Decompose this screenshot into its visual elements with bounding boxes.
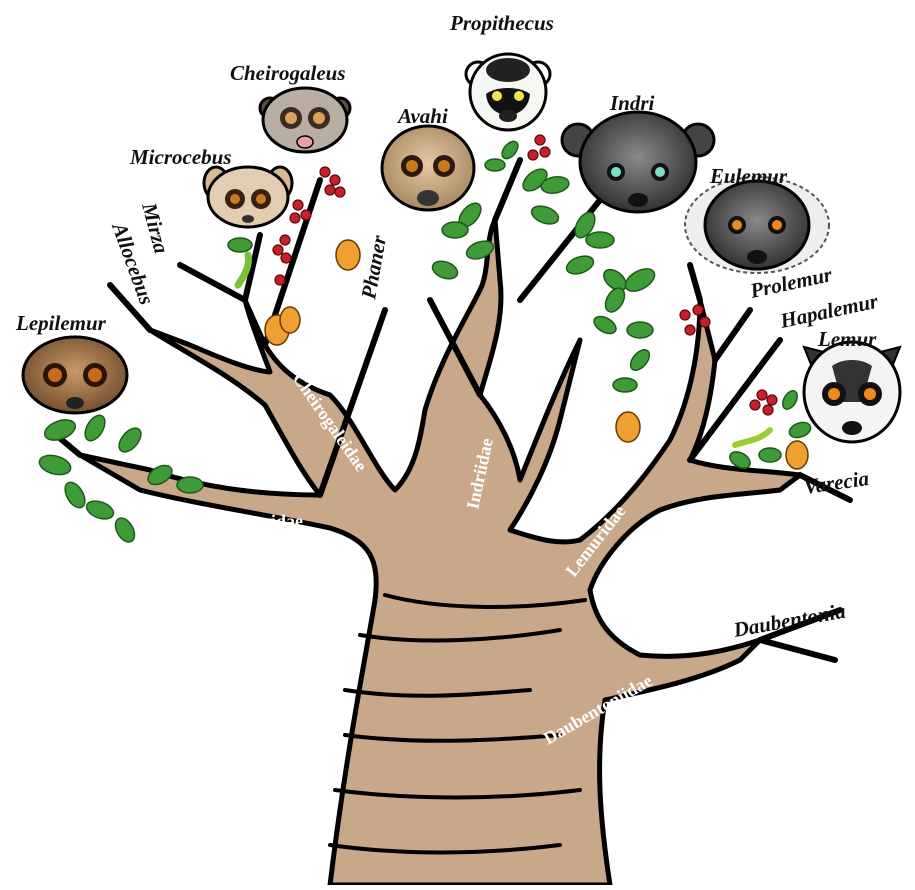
avahi-face-icon [382, 126, 474, 210]
label-mirza: Mirza [137, 199, 174, 256]
snake-icon [735, 430, 770, 445]
eulemur-face-icon [685, 177, 829, 273]
label-propithecus: Propithecus [449, 11, 554, 35]
lepilemur-face-icon [23, 337, 127, 413]
label-eulemur: Eulemur [709, 164, 788, 188]
label-phaner: Phaner [356, 233, 391, 302]
indri-face-icon [562, 112, 714, 212]
label-cheirogaleus: Cheirogaleus [230, 61, 346, 85]
microcebus-face-icon [204, 167, 292, 227]
label-lemur: Lemur [817, 327, 877, 351]
label-avahi: Avahi [396, 104, 448, 128]
propithecus-face-icon [466, 54, 550, 130]
label-varecia: Varecia [802, 466, 870, 499]
label-lepilemur: Lepilemur [15, 311, 107, 335]
cheirogaleus-face-icon [260, 88, 350, 152]
label-indri: Indri [609, 91, 655, 115]
lemur-face-icon [804, 342, 900, 442]
label-daubentonia: Daubentonia [731, 599, 848, 642]
label-microcebus: Microcebus [129, 145, 232, 169]
label-lepilemuridae: Lepilemuridae [190, 511, 303, 531]
